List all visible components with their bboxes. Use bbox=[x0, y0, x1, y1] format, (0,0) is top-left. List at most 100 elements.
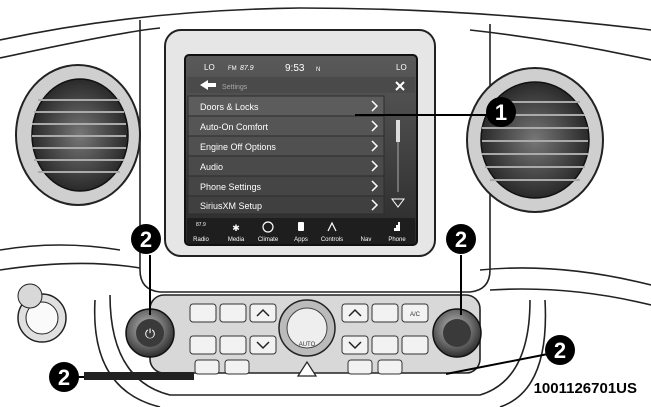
callout-2-right-bottom: 2 bbox=[545, 335, 575, 365]
callout-2-left-bottom: 2 bbox=[49, 362, 79, 392]
steering-heat-button[interactable] bbox=[219, 303, 247, 323]
menu-item[interactable]: Auto-On Comfort bbox=[187, 115, 385, 137]
nav-controls[interactable]: Controls bbox=[321, 221, 343, 243]
lower-right-button-2[interactable] bbox=[377, 359, 403, 375]
back-button[interactable] bbox=[200, 80, 216, 90]
nav-radio[interactable]: Radio bbox=[193, 237, 209, 243]
chevron-right-icon bbox=[371, 140, 379, 152]
back-arrow-icon bbox=[200, 80, 216, 90]
chevron-right-icon bbox=[371, 160, 379, 172]
menu-item[interactable]: SiriusXM Setup bbox=[187, 195, 385, 215]
menu-item-label: Audio bbox=[200, 162, 223, 172]
auto-label: AUTO bbox=[299, 342, 316, 348]
radio-frequency: 87.9 bbox=[240, 65, 254, 72]
chevron-right-icon bbox=[371, 199, 379, 211]
fan-up-left-button[interactable] bbox=[249, 303, 277, 323]
fan-up-right-button[interactable] bbox=[341, 303, 369, 323]
power-volume-knob[interactable]: ⏻ bbox=[125, 308, 175, 358]
seat-heat-right-button[interactable] bbox=[371, 335, 399, 355]
right-temperature[interactable]: LO bbox=[396, 63, 407, 72]
side-switch-cluster bbox=[17, 283, 67, 343]
ac-button[interactable] bbox=[401, 303, 429, 323]
menu-item[interactable]: Phone Settings bbox=[187, 175, 385, 197]
dashboard-outline bbox=[0, 7, 651, 407]
menu-item-label: Phone Settings bbox=[200, 182, 262, 192]
close-button[interactable] bbox=[395, 81, 405, 91]
clock: 9:53 bbox=[285, 63, 305, 74]
ac-label: A/C bbox=[410, 312, 421, 318]
nav-apps[interactable]: Apps bbox=[294, 222, 308, 243]
left-temperature[interactable]: LO bbox=[204, 63, 215, 72]
menu-item[interactable]: Audio bbox=[187, 155, 385, 177]
settings-menu: Doors & Locks Auto-On Comfort Engine Off… bbox=[187, 95, 385, 215]
nav-apps-label: Apps bbox=[294, 237, 308, 243]
controls-icon bbox=[327, 221, 337, 232]
callout-2-right-knob: 2 bbox=[446, 224, 476, 254]
hazard-button[interactable] bbox=[296, 360, 318, 377]
callout-2-number: 2 bbox=[554, 338, 566, 363]
nav-phone[interactable]: Phone bbox=[388, 222, 406, 243]
left-air-vent bbox=[15, 64, 141, 206]
recirculation-button[interactable] bbox=[401, 335, 429, 355]
chevron-down-icon bbox=[348, 341, 362, 350]
phone-icon bbox=[392, 222, 400, 231]
scroll-down-icon[interactable] bbox=[391, 198, 405, 208]
callout-2-left-knob: 2 bbox=[131, 224, 161, 254]
nav-nav-label: Nav bbox=[361, 237, 372, 243]
bottom-nav-bar: 87.9 Radio ✱ Media Climate Apps Controls bbox=[187, 218, 415, 244]
clock-suffix: N bbox=[316, 67, 320, 73]
screen-title: Settings bbox=[222, 84, 248, 91]
fan-down-left-button[interactable] bbox=[249, 335, 277, 355]
defrost-front-button[interactable] bbox=[189, 303, 217, 323]
chevron-down-icon bbox=[256, 341, 270, 350]
nav-climate[interactable]: Climate bbox=[258, 221, 279, 243]
menu-item-label: Auto-On Comfort bbox=[200, 122, 269, 132]
nav-nav[interactable]: Nav bbox=[361, 237, 372, 243]
lower-left-button-1[interactable] bbox=[194, 359, 220, 375]
lower-right-button-1[interactable] bbox=[347, 359, 373, 375]
nav-media-label: Media bbox=[228, 237, 245, 243]
touchscreen[interactable]: LO FM 87.9 9:53 N LO Settings Doors & Lo… bbox=[184, 54, 418, 246]
climate-control-panel: A/C AUTO bbox=[149, 294, 481, 377]
menu-item[interactable]: Doors & Locks bbox=[187, 95, 385, 117]
chevron-up-icon bbox=[256, 308, 270, 317]
mode-button[interactable] bbox=[371, 303, 399, 323]
nav-phone-label: Phone bbox=[388, 237, 406, 243]
callout-2-number: 2 bbox=[58, 365, 70, 390]
callout-1-number: 1 bbox=[495, 100, 507, 125]
radio-band: FM bbox=[228, 66, 237, 72]
climate-icon bbox=[262, 221, 274, 233]
power-icon: ⏻ bbox=[145, 327, 155, 342]
callout-1: 1 bbox=[486, 97, 516, 127]
menu-item-label: Engine Off Options bbox=[200, 142, 276, 152]
nav-media[interactable]: ✱ Media bbox=[228, 224, 245, 243]
fan-speed-knob[interactable]: AUTO bbox=[278, 299, 336, 357]
fan-down-right-button[interactable] bbox=[341, 335, 369, 355]
apps-icon bbox=[298, 222, 304, 231]
left-callout-bar bbox=[84, 372, 194, 380]
temperature-knob[interactable] bbox=[432, 308, 482, 358]
status-bar: LO FM 87.9 9:53 N LO bbox=[204, 63, 407, 74]
right-air-vent bbox=[466, 67, 604, 213]
nav-controls-label: Controls bbox=[321, 237, 343, 243]
menu-item-label: SiriusXM Setup bbox=[200, 201, 262, 211]
scrollbar[interactable] bbox=[391, 120, 405, 208]
callout-2-number: 2 bbox=[455, 227, 467, 252]
defrost-rear-button[interactable] bbox=[189, 335, 217, 355]
menu-item-label: Doors & Locks bbox=[200, 102, 259, 112]
bluetooth-icon: ✱ bbox=[232, 224, 240, 234]
chevron-right-icon bbox=[371, 180, 379, 192]
seat-heat-left-button[interactable] bbox=[219, 335, 247, 355]
engine-start-button[interactable] bbox=[25, 301, 59, 335]
lower-left-button-2[interactable] bbox=[224, 359, 250, 375]
chevron-right-icon bbox=[371, 100, 379, 112]
bottom-radio-frequency: 87.9 bbox=[196, 222, 206, 228]
nav-climate-label: Climate bbox=[258, 237, 279, 243]
menu-item[interactable]: Engine Off Options bbox=[187, 135, 385, 157]
close-icon bbox=[395, 81, 405, 91]
chevron-right-icon bbox=[371, 120, 379, 132]
chevron-up-icon bbox=[348, 308, 362, 317]
figure-code: 1001126701US bbox=[533, 380, 637, 397]
nav-radio-label: Radio bbox=[193, 237, 209, 243]
